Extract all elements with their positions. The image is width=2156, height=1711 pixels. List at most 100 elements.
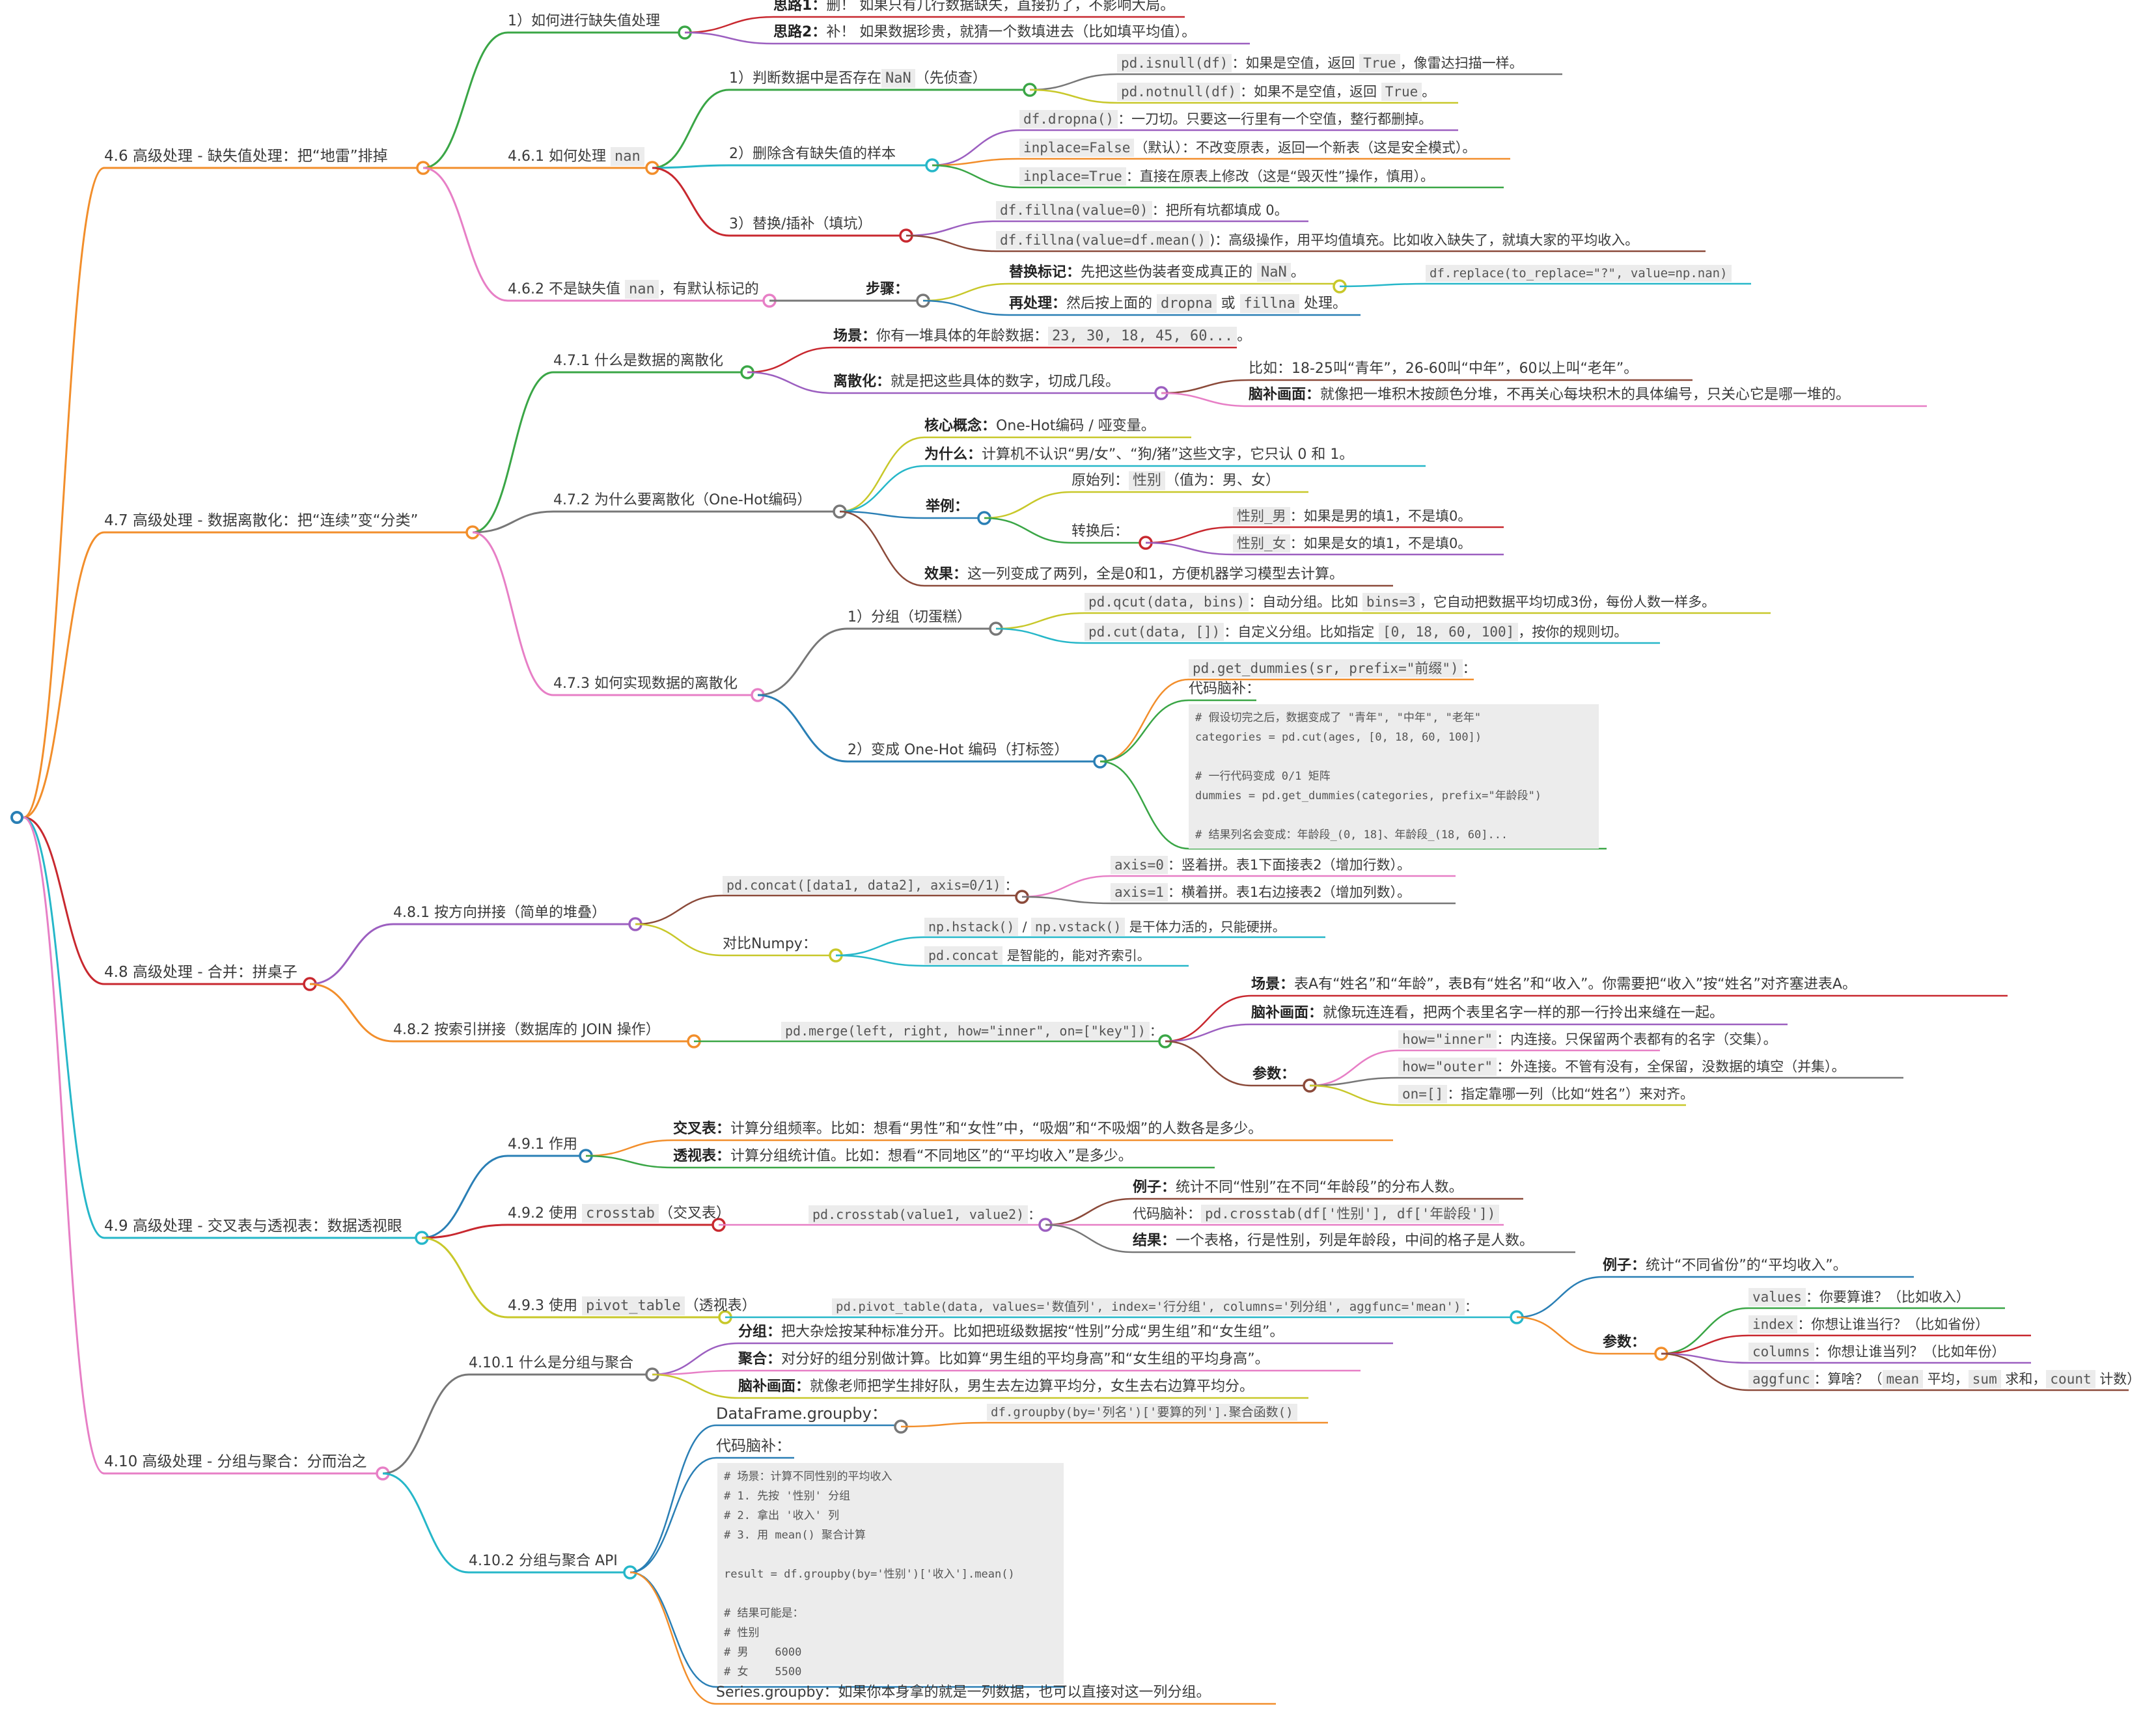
leaf-label[interactable]: 举例： <box>926 499 969 515</box>
edge <box>1021 896 1111 905</box>
edge <box>635 923 723 957</box>
leaf-label[interactable]: how="inner"：内连接。只保留两个表都有的名字（交集）。 <box>1398 1030 1777 1048</box>
leaf-label[interactable]: pd.cut(data, [])：自定义分组。比如指定 [0, 18, 60, … <box>1085 623 1627 641</box>
edge <box>905 220 997 237</box>
sub-title[interactable]: 4.10.1 什么是分组与聚合 <box>469 1355 633 1371</box>
sub-title[interactable]: 4.8.2 按索引拼接（数据库的 JOIN 操作） <box>393 1022 660 1038</box>
leaf-label[interactable]: 思路2：补！ 如果数据珍贵，就猜一个数填进去（比如填平均值）。 <box>773 24 1196 40</box>
leaf-label[interactable]: pd.concat([data1, data2], axis=0/1)： <box>723 876 1017 894</box>
merge-signature[interactable]: pd.merge(left, right, how="inner", on=["… <box>781 1022 1163 1040</box>
leaf-label[interactable]: 场景：你有一堆具体的年龄数据：23, 30, 18, 45, 60...。 <box>833 327 1252 346</box>
leaf-label[interactable]: 思路1：删！ 如果只有几行数据缺失，直接扔了，不影响大局。 <box>773 0 1175 14</box>
edge <box>932 129 1020 167</box>
leaf-label[interactable]: 代码脑补： <box>716 1438 791 1455</box>
leaf-label[interactable]: 参数： <box>1603 1334 1646 1350</box>
leaf-label[interactable]: 核心概念：One-Hot编码 / 哑变量。 <box>924 418 1155 434</box>
sub-title[interactable]: 1）分组（切蛋糕） <box>848 609 971 625</box>
leaf-label[interactable]: on=[]：指定靠哪一列（比如“姓名”）来对齐。 <box>1398 1085 1694 1103</box>
leaf-label[interactable]: columns：你想让谁当列？（比如年份） <box>1748 1343 2006 1361</box>
leaf-label[interactable]: 原始列：性别（值为：男、女） <box>1071 471 1280 490</box>
edge <box>629 1571 717 1705</box>
sub-title[interactable]: 4.10.2 分组与聚合 API <box>469 1553 618 1569</box>
sub-title[interactable]: 4.7.1 什么是数据的离散化 <box>553 353 723 369</box>
sub-title[interactable]: 1）如何进行缺失值处理 <box>508 13 660 29</box>
sub-title[interactable]: 4.9.1 作用 <box>508 1136 577 1153</box>
sub-title[interactable]: 4.8.1 按方向拼接（简单的堆叠） <box>393 905 606 921</box>
branch-title[interactable]: 4.8 高级处理 - 合并：拼桌子 <box>104 964 297 981</box>
edge <box>23 531 105 819</box>
leaf-label[interactable]: 透视表：计算分组统计值。比如：想看“不同地区”的“平均收入”是多少。 <box>673 1148 1133 1164</box>
leaf-label[interactable]: 比如：18-25叫“青年”，26-60叫“中年”，60以上叫“老年”。 <box>1249 361 1638 377</box>
edge <box>421 1237 508 1319</box>
edge <box>905 234 997 253</box>
branch-title[interactable]: 4.6 高级处理 - 缺失值处理：把“地雷”排掉 <box>104 148 388 165</box>
leaf-label[interactable]: 脑补画面：就像把一堆积木按颜色分堆，不再关心每块积木的具体编号，只关心它是哪一堆… <box>1249 387 1851 403</box>
leaf-label[interactable]: df.groupby(by='列名')['要算的列'].聚合函数() <box>987 1404 1297 1421</box>
sub-title[interactable]: 2）变成 One-Hot 编码（打标签） <box>848 742 1069 758</box>
sub-title[interactable]: 4.7.2 为什么要离散化（One-Hot编码） <box>553 492 812 508</box>
leaf-label[interactable]: df.dropna()：一刀切。只要这一行里有一个空值，整行都删掉。 <box>1019 110 1432 128</box>
crosstab-signature[interactable]: pd.crosstab(value1, value2)： <box>808 1205 1041 1224</box>
leaf-label[interactable]: Series.groupby：如果你本身拿的就是一列数据，也可以直接对这一列分组… <box>716 1684 1211 1701</box>
sub-title[interactable]: 4.6.1 如何处理 nan <box>508 147 644 166</box>
leaf-label[interactable]: DataFrame.groupby： <box>716 1404 887 1423</box>
root-node[interactable] <box>10 811 23 824</box>
leaf-label[interactable]: pd.concat 是智能的，能对齐索引。 <box>924 946 1150 965</box>
sub-title[interactable]: 2）删除含有缺失值的样本 <box>729 146 896 162</box>
leaf-label[interactable]: 再处理：然后按上面的 dropna 或 fillna 处理。 <box>1009 294 1347 313</box>
branch-title[interactable]: 4.7 高级处理 - 数据离散化：把“连续”变“分类” <box>104 512 419 529</box>
leaf-label[interactable]: 脑补画面：就像玩连连看，把两个表里名字一样的那一行拎出来缝在一起。 <box>1251 1005 1724 1021</box>
step-title[interactable]: 步骤： <box>866 281 909 297</box>
edge <box>922 282 1010 302</box>
leaf-label[interactable]: 结果：一个表格，行是性别，列是年龄段，中间的格子是人数。 <box>1133 1233 1534 1249</box>
leaf-label[interactable]: pd.get_dummies(sr, prefix="前缀")： <box>1189 659 1476 678</box>
leaf-label[interactable]: 离散化：就是把这些具体的数字，切成几段。 <box>833 374 1120 390</box>
edge <box>1339 282 1426 288</box>
leaf-label[interactable]: inplace=True：直接在原表上修改（这是“毁灭性”操作，慎用）。 <box>1019 167 1434 185</box>
leaf-label[interactable]: pd.isnull(df)：如果是空值，返回 True，像雷达扫描一样。 <box>1117 54 1523 72</box>
leaf-label[interactable]: 聚合：对分好的组分别做计算。比如算“男生组的平均身高”和“女生组的平均身高”。 <box>738 1351 1269 1367</box>
leaf-label[interactable]: 脑补画面：就像老师把学生排好队，男生去左边算平均分，女生去右边算平均分。 <box>738 1378 1254 1395</box>
edge <box>747 371 834 394</box>
leaf-label[interactable]: 分组：把大杂烩按某种标准分开。比如把班级数据按“性别”分成“男生组”和“女生组”… <box>738 1324 1284 1340</box>
leaf-label[interactable]: 代码脑补：pd.crosstab(df['性别'], df['年龄段']) <box>1133 1205 1500 1223</box>
leaf-label[interactable]: 例子：统计不同“性别”在不同“年龄段”的分布人数。 <box>1133 1179 1463 1196</box>
leaf-label[interactable]: pd.notnull(df)：如果不是空值，返回 True。 <box>1117 83 1435 101</box>
leaf-label[interactable]: 替换标记：先把这些伪装者变成真正的 NaN。 <box>1009 263 1305 282</box>
pivot-signature[interactable]: pd.pivot_table(data, values='数值列', index… <box>832 1298 1477 1315</box>
sub-title[interactable]: 4.9.3 使用 pivot_table（透视表） <box>508 1296 756 1315</box>
edge <box>1029 73 1118 91</box>
leaf-label[interactable]: how="outer"：外连接。不管有没有，全保留，没数据的填空（并集）。 <box>1398 1058 1845 1076</box>
leaf-label[interactable]: 代码脑补： <box>1189 681 1261 697</box>
leaf-label[interactable]: 参数： <box>1252 1066 1296 1082</box>
leaf-label[interactable]: values：你要算谁？（比如收入） <box>1748 1288 1970 1306</box>
sub-title[interactable]: 3）替换/插补（填坑） <box>729 216 872 232</box>
leaf-label[interactable]: axis=1：横着拼。表1右边接表2（增加列数）。 <box>1111 883 1411 901</box>
leaf-label[interactable]: df.fillna(value=0)：把所有坑都填成 0。 <box>996 201 1288 219</box>
leaf-label[interactable]: pd.qcut(data, bins)：自动分组。比如 bins=3，它自动把数… <box>1085 593 1715 611</box>
leaf-label[interactable]: 性别_男：如果是男的填1，不是填0。 <box>1233 507 1471 525</box>
leaf-label[interactable]: 性别_女：如果是女的填1，不是填0。 <box>1233 534 1471 553</box>
leaf-label[interactable]: 交叉表：计算分组频率。比如：想看“男性”和“女性”中，“吸烟”和“不吸烟”的人数… <box>673 1121 1263 1137</box>
sub-title[interactable]: 4.9.2 使用 crosstab（交叉表） <box>508 1204 730 1223</box>
leaf-label[interactable]: df.fillna(value=df.mean())：高级操作，用平均值填充。比… <box>996 231 1638 249</box>
edge <box>1309 1076 1399 1087</box>
edge <box>1099 760 1189 850</box>
leaf-label[interactable]: axis=0：竖着拼。表1下面接表2（增加行数）。 <box>1111 856 1411 874</box>
leaf-label[interactable]: index：你想让谁当行？（比如省份） <box>1748 1315 1989 1334</box>
leaf-label[interactable]: 例子：统计“不同省份”的“平均收入”。 <box>1603 1257 1847 1274</box>
leaf-label[interactable]: df.replace(to_replace="?", value=np.nan) <box>1426 265 1732 282</box>
leaf-label[interactable]: 场景：表A有“姓名”和“年龄”，表B有“姓名”和“收入”。你需要把“收入”按“姓… <box>1251 976 1857 992</box>
leaf-label[interactable]: aggfunc：算啥？（mean 平均，sum 求和，count 计数） <box>1748 1370 2140 1388</box>
leaf-label[interactable]: inplace=False（默认）：不改变原表，返回一个新表（这是安全模式）。 <box>1019 139 1476 157</box>
branch-title[interactable]: 4.10 高级处理 - 分组与聚合：分而治之 <box>104 1453 367 1470</box>
sub-title[interactable]: 4.6.2 不是缺失值 nan，有默认标记的 <box>508 280 759 299</box>
leaf-label[interactable]: 效果：这一列变成了两列，全是0和1，方便机器学习模型去计算。 <box>924 566 1344 582</box>
leaf-label[interactable]: 对比Numpy： <box>723 936 817 952</box>
branch-title[interactable]: 4.9 高级处理 - 交叉表与透视表：数据透视眼 <box>104 1218 402 1235</box>
leaf-label[interactable]: 为什么：计算机不认识“男/女”、“狗/猪”这些文字，它只认 0 和 1。 <box>924 446 1354 463</box>
leaf-label[interactable]: 转换后： <box>1071 523 1129 540</box>
sub-title[interactable]: 4.7.3 如何实现数据的离散化 <box>553 676 738 692</box>
leaf-label[interactable]: np.hstack() / np.vstack() 是干体力活的，只能硬拼。 <box>924 918 1286 936</box>
